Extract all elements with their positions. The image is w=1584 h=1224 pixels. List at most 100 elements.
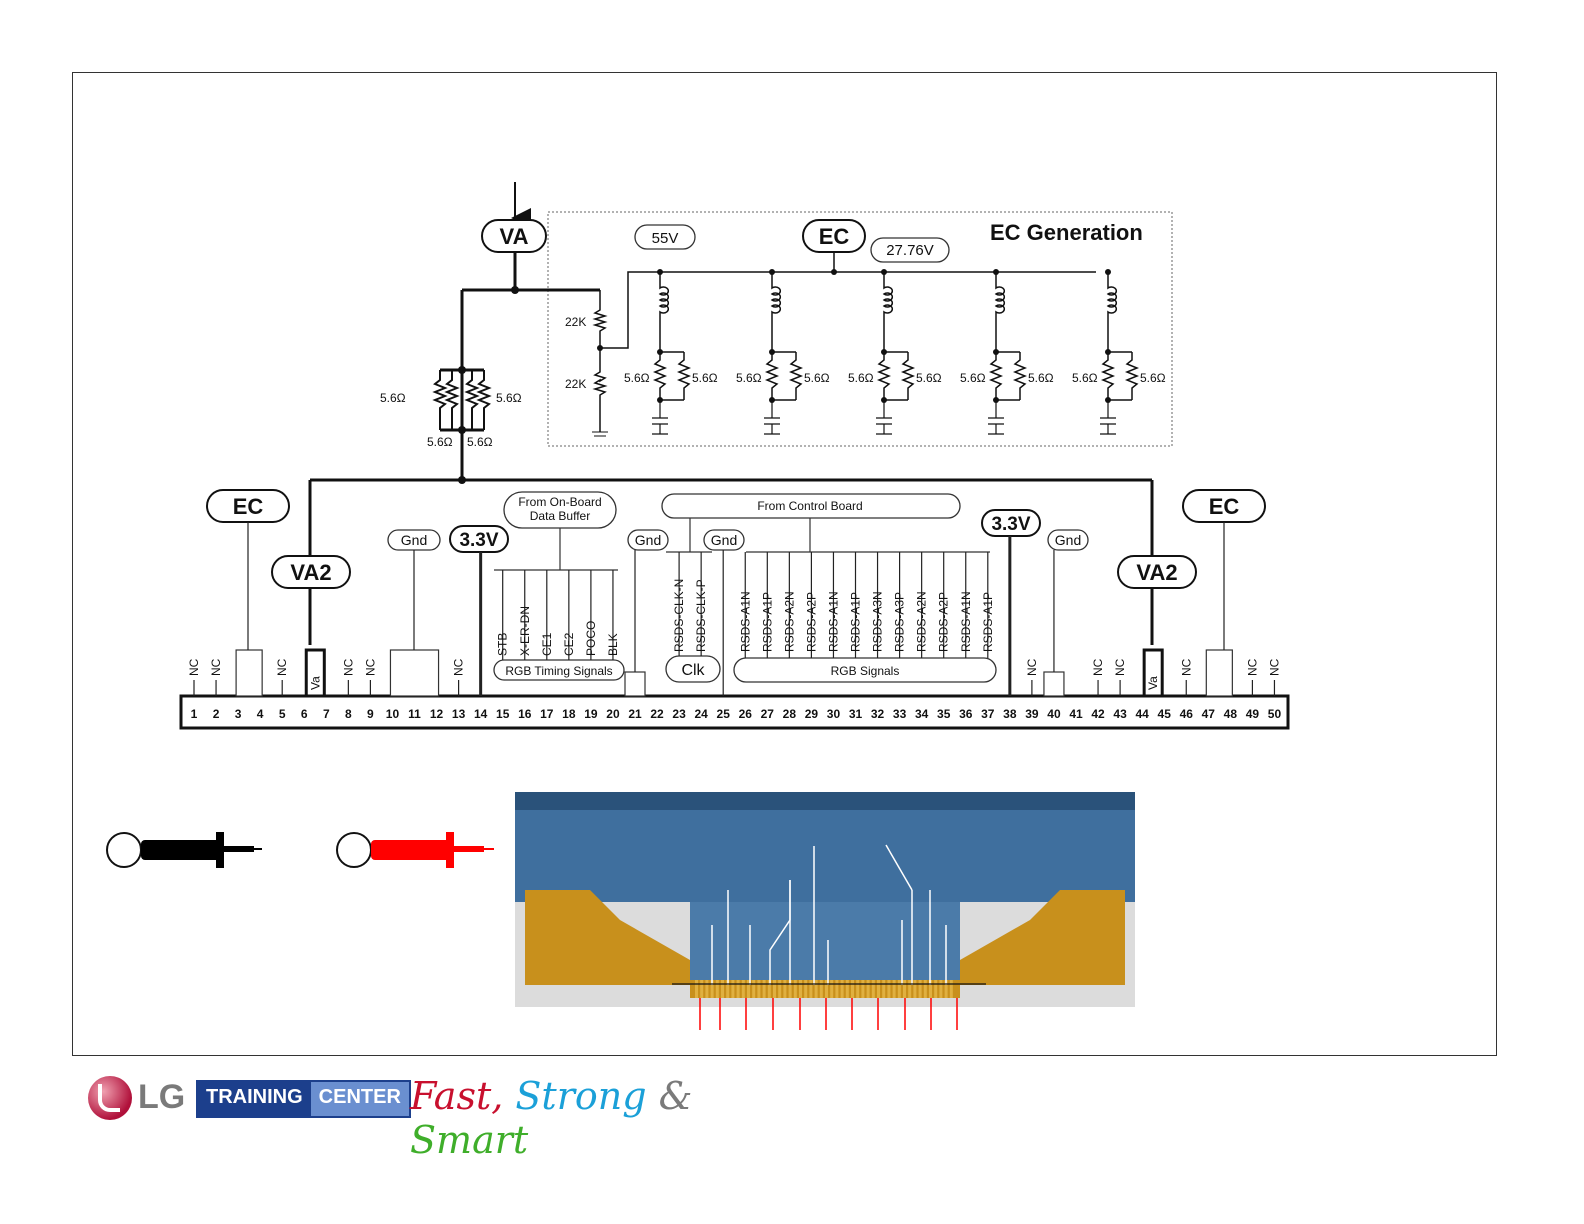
r56-label: 5.6Ω (736, 371, 762, 385)
ec-stage (764, 269, 804, 435)
pin-number: 44 (1135, 707, 1149, 721)
ec-stage (876, 269, 916, 435)
pin-number: 36 (959, 707, 973, 721)
rgb-signal-label: RSDS-A1P (981, 592, 995, 652)
pin-number: 45 (1158, 707, 1172, 721)
rgb-signal-label: RSDS-A2P (937, 592, 951, 652)
pin-number: 6 (301, 707, 308, 721)
from-control-pill (661, 493, 961, 519)
pin-number: 11 (408, 707, 421, 721)
gnd-label: Gnd (711, 532, 737, 548)
rgb-signals-pill (733, 657, 997, 683)
pin-number: 23 (672, 707, 686, 721)
rgb-signal-label: RSDS-A3P (893, 592, 907, 652)
pin-number: 13 (452, 707, 466, 721)
pin-number: 47 (1202, 707, 1216, 721)
rgb-signal-label: RSDS-A1N (826, 591, 840, 652)
pin-number: 26 (739, 707, 753, 721)
nc-label: NC (1113, 658, 1127, 676)
pin-number: 48 (1224, 707, 1238, 721)
r56-label: 5.6Ω (848, 371, 874, 385)
pin-number: 33 (893, 707, 907, 721)
clk-signal-label: RSDS-CLK-P (694, 579, 708, 652)
nc-label: NC (363, 658, 377, 676)
va2-right-label: VA2 (1136, 560, 1177, 585)
clk-signal-label: RSDS-CLK-N (672, 579, 686, 652)
pin-number: 4 (257, 707, 264, 721)
connector-pin-row (179, 694, 1290, 730)
ec-right-label: EC (1209, 494, 1240, 519)
timing-signal-label: X-ER-DN (518, 606, 532, 656)
pin-number: 42 (1091, 707, 1105, 721)
clk-pill (665, 655, 721, 683)
ec-stage (988, 269, 1028, 435)
v33-right-label: 3.3V (991, 514, 1030, 535)
timing-signal-label: POCO (584, 621, 598, 656)
pin-number: 50 (1268, 707, 1282, 721)
pin-number: 37 (981, 707, 995, 721)
nc-label: NC (452, 658, 466, 676)
pin-number: 2 (213, 707, 220, 721)
ec-stage (1100, 269, 1140, 435)
pin-number: 39 (1025, 707, 1039, 721)
pin-number: 49 (1246, 707, 1260, 721)
slogan: Fast, Strong & Smart (410, 1074, 788, 1162)
rgb-timing-pill (493, 659, 625, 681)
v2776-label: 27.76V (886, 242, 934, 259)
voltage-divider (592, 252, 1096, 437)
pin-number: 21 (628, 707, 642, 721)
rgb-signal-label: RSDS-A1N (959, 591, 973, 652)
pin-number: 18 (562, 707, 576, 721)
nc-label: NC (275, 658, 289, 676)
r56-label: 5.6Ω (916, 371, 942, 385)
nc-label: NC (1091, 658, 1105, 676)
flex-cable-photo (515, 792, 1135, 1007)
pin-number: 7 (323, 707, 330, 721)
pin-number: 28 (783, 707, 797, 721)
va-label: VA (500, 224, 529, 249)
node (511, 286, 519, 294)
rgb-signal-label: RSDS-A2N (782, 591, 796, 652)
gnd-label: Gnd (401, 532, 427, 548)
pin-number: 34 (915, 707, 929, 721)
rgb-signal-label: RSDS-A1P (849, 592, 863, 652)
nc-label: NC (1245, 658, 1259, 676)
slogan-fast: Fast, (410, 1074, 504, 1118)
gnd-label: Gnd (1055, 532, 1081, 548)
from-buffer-line2: Data Buffer (530, 509, 590, 523)
pin-number: 46 (1180, 707, 1194, 721)
ec-center-label: EC (819, 224, 850, 249)
pin-number: 32 (871, 707, 885, 721)
ec-generation-title: EC Generation (990, 220, 1143, 245)
timing-signal-label: CE2 (562, 632, 576, 656)
training-label: TRAINING (198, 1082, 311, 1116)
rgb-signal-label: RSDS-A1P (760, 592, 774, 652)
r56-label: 5.6Ω (804, 371, 830, 385)
v55-pill (634, 224, 696, 250)
v55-label: 55V (652, 230, 679, 247)
pin-number: 30 (827, 707, 841, 721)
r56-label: 5.6Ω (960, 371, 986, 385)
r56-label: 5.6Ω (1072, 371, 1098, 385)
r56-label: 5.6Ω (1028, 371, 1054, 385)
r56-label: 5.6Ω (624, 371, 650, 385)
va-bus-wire (308, 252, 1154, 645)
pin-number: 35 (937, 707, 951, 721)
pin-number: 40 (1047, 707, 1061, 721)
from-control-label: From Control Board (757, 499, 862, 513)
black-probe-icon (106, 832, 262, 868)
ec-left-label: EC (233, 494, 264, 519)
training-center-badge: TRAINING CENTER (196, 1080, 411, 1118)
va2-left-label: VA2 (290, 560, 331, 585)
center-label: CENTER (310, 1082, 409, 1116)
pin-number: 31 (849, 707, 863, 721)
rgb-signals-label: RGB Signals (831, 664, 900, 678)
gnd-pill (627, 529, 669, 551)
pin-number: 27 (761, 707, 775, 721)
va-pin-label: Va (1146, 676, 1160, 690)
r56-label: 5.6Ω (496, 391, 522, 405)
pin-number: 1 (191, 707, 198, 721)
